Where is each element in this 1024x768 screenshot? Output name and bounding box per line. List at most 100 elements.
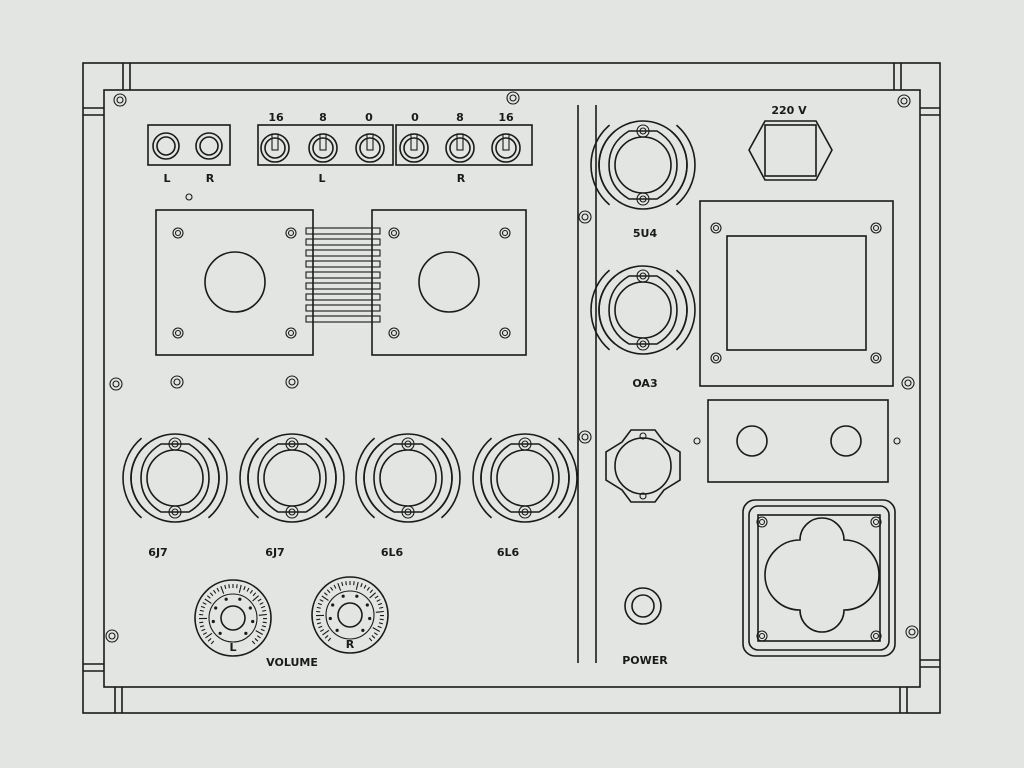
transformer-fin <box>305 304 381 312</box>
volume-tick <box>324 635 329 639</box>
screw-icon <box>506 91 520 105</box>
tap-knob <box>359 137 381 159</box>
volume-dot <box>355 594 359 598</box>
volume-tick <box>258 613 267 616</box>
transformer-fin <box>305 293 381 301</box>
volume-tick <box>327 637 332 642</box>
volume-tick <box>374 595 379 599</box>
volume-dot <box>251 619 255 624</box>
tube-hole <box>614 136 672 194</box>
tap-knob-pointer <box>366 133 374 151</box>
transformer-fin <box>305 315 381 323</box>
volume-dot <box>238 597 242 601</box>
choke-mount <box>742 499 896 657</box>
volume-label: VOLUME <box>266 656 318 669</box>
screw-icon <box>872 632 880 640</box>
volume-dot <box>211 619 215 624</box>
volume-tick <box>252 592 257 597</box>
socket-ring <box>355 437 376 519</box>
volume-tick <box>262 609 267 612</box>
volume-tick <box>326 589 331 594</box>
socket-ring <box>590 269 611 351</box>
volume-tick <box>316 606 321 609</box>
volume-dot <box>248 606 252 610</box>
input-jacks: L R <box>147 124 231 185</box>
volume-tick <box>321 595 329 601</box>
volume-dot <box>328 616 332 621</box>
screw-icon <box>904 379 912 387</box>
mounting-screws <box>105 91 919 643</box>
screw-icon <box>288 378 296 386</box>
screw-icon <box>578 210 592 224</box>
volume-tick <box>201 628 206 632</box>
screw-icon <box>404 440 412 448</box>
volume-tick <box>322 629 330 636</box>
tube-label: 6L6 <box>497 546 520 559</box>
volume-dot <box>341 594 345 598</box>
power-switch: POWER <box>622 587 668 667</box>
volume-tick <box>220 586 225 594</box>
screw-icon <box>636 124 650 138</box>
volume-tick <box>260 628 265 632</box>
volume-dot <box>214 606 218 610</box>
socket-plate <box>257 443 327 513</box>
screw-icon <box>171 440 179 448</box>
volume-tick <box>337 583 342 591</box>
volume-tick <box>373 632 378 636</box>
screw-icon <box>521 440 529 448</box>
volume-dot <box>335 628 339 632</box>
screw-icon <box>285 227 297 239</box>
socket-ring <box>363 443 381 513</box>
socket-ring <box>675 124 696 206</box>
speaker-taps: 16 8 0 0 8 16 L R <box>257 111 533 185</box>
tap-label: 8 <box>456 111 464 124</box>
volume-tick <box>216 587 220 592</box>
taps-left-label: L <box>318 172 325 185</box>
screw-icon <box>174 229 182 237</box>
screw-icon <box>710 222 722 234</box>
volume-tick <box>255 630 264 635</box>
volume-tick <box>256 635 261 639</box>
socket-ring <box>130 443 148 513</box>
screw-icon <box>905 625 919 639</box>
tube-hole <box>496 449 554 507</box>
socket-ring <box>239 437 260 519</box>
volume-tick <box>330 586 334 591</box>
volume-tick <box>378 622 383 625</box>
volume-tick <box>319 599 324 602</box>
volume-tick <box>210 640 215 645</box>
filter-panel <box>693 399 901 483</box>
volume-tick <box>372 627 381 632</box>
volume-tick <box>205 632 213 639</box>
screw-icon <box>170 375 184 389</box>
tap-knob-pointer <box>271 133 279 151</box>
tube-label: 6J7 <box>265 546 284 559</box>
volume-tick <box>360 583 363 588</box>
volume-right-label: R <box>346 638 355 651</box>
transformer-fin <box>305 238 381 246</box>
socket-ring <box>598 130 616 200</box>
transformer-fin <box>305 271 381 279</box>
volume-tick <box>200 605 205 609</box>
tap-knob <box>449 137 471 159</box>
screw-icon <box>401 437 415 451</box>
volume-tick <box>319 629 325 632</box>
volume-tick <box>251 640 256 645</box>
transformer-fin <box>305 282 381 290</box>
volume-tick <box>376 599 381 602</box>
screw-icon <box>908 628 916 636</box>
volume-knob <box>325 590 375 640</box>
volume-tick <box>209 592 214 597</box>
tap-knob-pointer <box>410 133 418 151</box>
volume-tick <box>262 621 267 624</box>
jack-right-label: R <box>206 172 215 185</box>
tube-label: 6J7 <box>148 546 167 559</box>
tap-knob-pointer <box>319 133 327 151</box>
screw-icon <box>109 377 123 391</box>
tap-knob <box>264 137 286 159</box>
socket-ring <box>480 443 498 513</box>
volume-tick <box>316 618 321 621</box>
volume-tick <box>371 635 376 639</box>
volume-tick <box>366 586 370 591</box>
